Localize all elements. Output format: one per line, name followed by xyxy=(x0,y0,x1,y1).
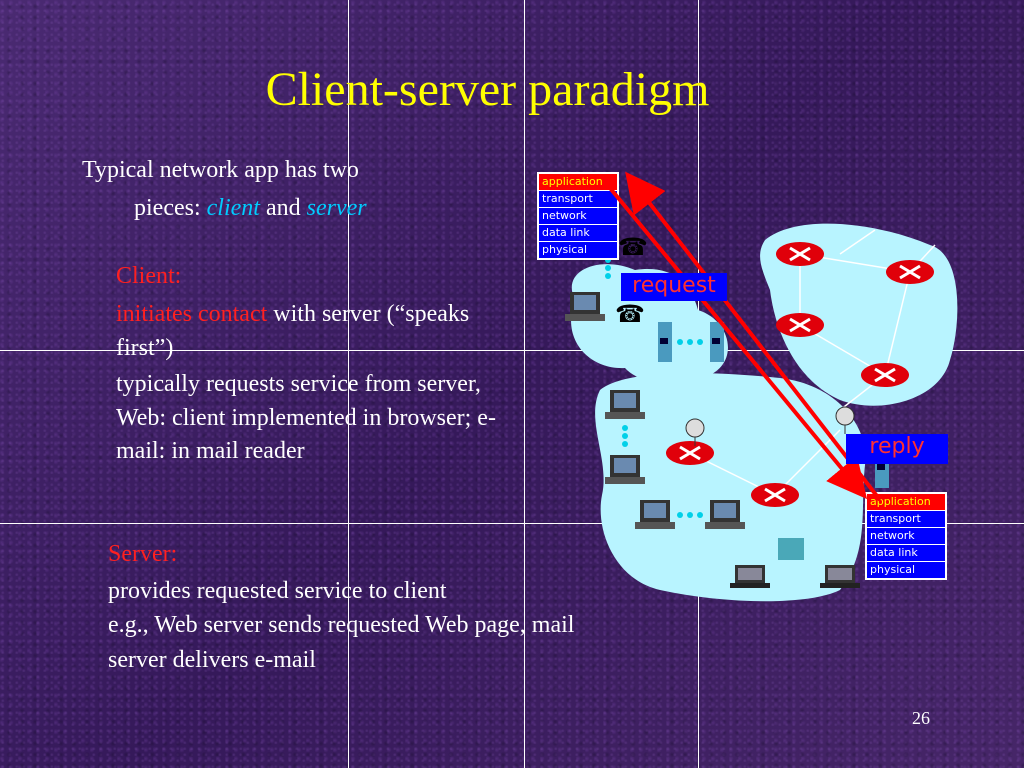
slide-title: Client-server paradigm xyxy=(265,63,710,116)
server-icon xyxy=(710,322,724,362)
intro-line-1: Typical network app has two xyxy=(82,157,359,183)
intro-server: server xyxy=(306,195,367,221)
grid-line xyxy=(0,523,1024,524)
reply-label: reply xyxy=(846,434,948,464)
server-line-2: e.g., Web server sends requested Web pag… xyxy=(108,612,575,638)
desktop-computer-icon xyxy=(605,390,645,419)
desktop-computer-icon xyxy=(605,455,645,484)
router-icon xyxy=(751,483,799,507)
stack-layer: network xyxy=(867,528,945,545)
desktop-computer-icon xyxy=(635,500,675,529)
stack-layer: transport xyxy=(867,511,945,528)
grid-line xyxy=(0,350,1024,351)
telephone-icon: ☎ xyxy=(615,302,645,328)
client-line-1: initiates contact with server (“speaks xyxy=(116,297,469,331)
router-icon xyxy=(776,313,824,337)
client-line-2: typically requests service from server, xyxy=(116,371,481,397)
desktop-computer-icon xyxy=(565,292,605,321)
server-line-1: provides requested service to client xyxy=(108,578,447,604)
intro-prefix: pieces: xyxy=(134,195,207,221)
server-line-3: server delivers e-mail xyxy=(108,647,316,673)
stack-layer: network xyxy=(539,208,617,225)
client-line-3: Web: client implemented in browser; e- xyxy=(116,405,496,431)
laptop-icon xyxy=(820,565,860,588)
request-arrow xyxy=(608,186,868,500)
intro-and: and xyxy=(259,195,307,221)
grid-line xyxy=(524,0,525,768)
server-heading: Server: xyxy=(108,541,178,567)
stack-layer: physical xyxy=(870,563,916,576)
telephone-icon: ☎ xyxy=(618,235,648,261)
stack-layer: application xyxy=(867,494,945,511)
satellite-dish-icon xyxy=(835,406,855,434)
stack-layer: transport xyxy=(539,191,617,208)
server-protocol-stack: application transport network data link … xyxy=(865,492,947,580)
stack-layer: data link xyxy=(867,545,945,562)
reply-arrow xyxy=(625,171,882,502)
grid-line xyxy=(348,0,349,768)
client-first: first”) xyxy=(116,335,174,361)
client-line-4: mail: in mail reader xyxy=(116,438,305,464)
router-icon xyxy=(666,441,714,465)
network-cloud-diagram: ☎ ☎ xyxy=(565,223,958,602)
page-number: 26 xyxy=(912,708,930,728)
server-icon xyxy=(658,322,672,362)
intro-client: client xyxy=(206,195,260,221)
stack-layer: physical xyxy=(542,243,588,256)
router-icon xyxy=(776,242,824,266)
laptop-icon xyxy=(730,565,770,588)
router-icon xyxy=(886,260,934,284)
client-initiates: initiates contact xyxy=(116,301,268,327)
stack-layer: data link xyxy=(539,225,617,242)
client-heading: Client: xyxy=(116,263,182,289)
stack-layer: application xyxy=(539,174,617,191)
intro-line-2: pieces: client and server xyxy=(134,191,367,225)
wireless-access-point-icon xyxy=(778,538,804,560)
desktop-computer-icon xyxy=(705,500,745,529)
client-protocol-stack: application transport network data link … xyxy=(537,172,619,260)
client-with: with server (“speaks xyxy=(267,301,470,327)
request-label: request xyxy=(621,273,727,301)
router-icon xyxy=(861,363,909,387)
satellite-dish-icon xyxy=(685,418,705,446)
